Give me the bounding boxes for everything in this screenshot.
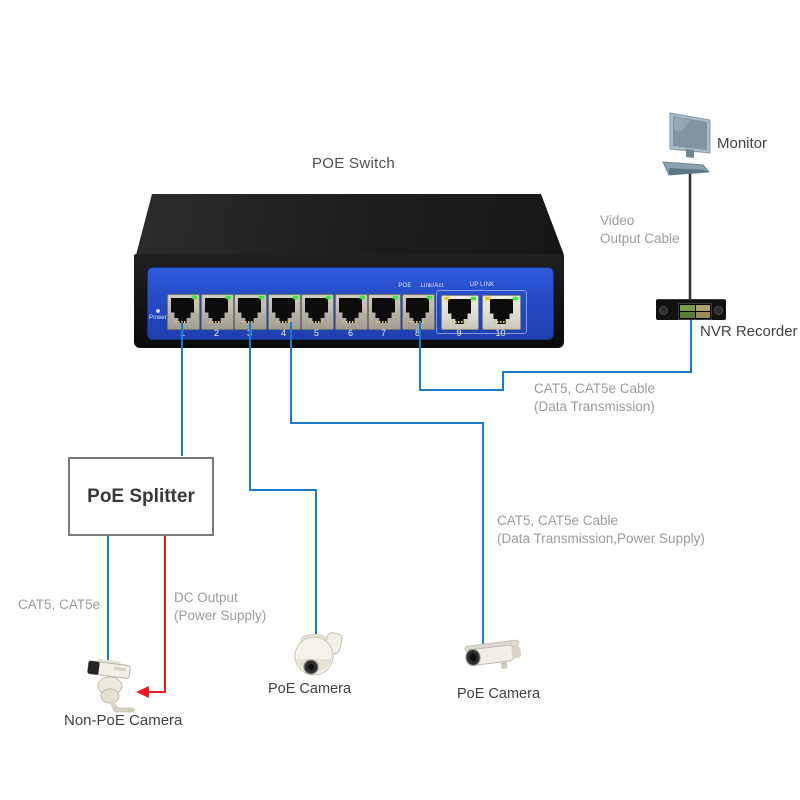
- rj45-port-2: [201, 294, 234, 330]
- port-number-1: 1: [179, 328, 185, 338]
- dc-output-cable-label: DC Output (Power Supply): [174, 590, 267, 623]
- rj45-port-10: [482, 295, 521, 330]
- monitor-icon: [662, 112, 711, 176]
- nvr-recorder-icon: [656, 299, 726, 320]
- cat5-data-power-cable-label: CAT5, CAT5e Cable (Data Transmission,Pow…: [497, 513, 705, 546]
- monitor-label: Monitor: [717, 135, 768, 152]
- rj45-port-6: [335, 294, 368, 330]
- power-led: [156, 309, 160, 313]
- poe-camera-dome-label: PoE Camera: [268, 681, 352, 697]
- non-poe-camera-label: Non-PoE Camera: [64, 712, 183, 729]
- uplink-label: UP LINK: [469, 282, 495, 288]
- linkact-led-label: Link/Act: [420, 283, 444, 289]
- rj45-port-8: [402, 294, 435, 330]
- cat5-cable-switch-to-bullet-camera: [290, 322, 484, 647]
- port-number-4: 4: [280, 328, 286, 338]
- rj45-port-4: [268, 294, 301, 330]
- poe-led-label: POE: [398, 283, 412, 289]
- non-poe-camera-icon: [87, 658, 135, 713]
- cat5-cable-switch-to-dome-camera: [249, 322, 317, 634]
- diagram-title: POE Switch: [312, 155, 396, 172]
- port-number-7: 7: [380, 328, 386, 338]
- port-number-3: 3: [246, 328, 252, 338]
- rj45-port-7: [368, 294, 401, 330]
- port-number-2: 2: [213, 328, 219, 338]
- poe-camera-bullet-label: PoE Camera: [457, 686, 541, 702]
- bullet-camera-icon: [464, 639, 522, 670]
- poe-splitter-box: PoE Splitter: [68, 457, 214, 536]
- port-number-6: 6: [347, 328, 353, 338]
- port-number-5: 5: [313, 328, 319, 338]
- nvr-label: NVR Recorder: [700, 323, 798, 340]
- video-output-cable-label: Video Output Cable: [600, 213, 680, 246]
- cat5-cable-label: CAT5, CAT5e: [18, 597, 101, 612]
- rj45-port-5: [301, 294, 334, 330]
- dome-camera-icon: [294, 632, 343, 676]
- power-label: Power: [148, 315, 167, 321]
- rj45-port-9: [441, 295, 479, 330]
- port-number-9: 9: [456, 328, 462, 338]
- rj45-port-1: [167, 294, 200, 330]
- cat5-data-cable-label: CAT5, CAT5e Cable (Data Transmission): [534, 381, 656, 414]
- poe-splitter-label: PoE Splitter: [87, 485, 195, 507]
- port-number-10: 10: [495, 328, 506, 338]
- switch-top-face: [136, 194, 564, 255]
- dc-output-cable: [148, 533, 166, 693]
- port-number-8: 8: [414, 328, 420, 338]
- rj45-port-3: [234, 294, 267, 330]
